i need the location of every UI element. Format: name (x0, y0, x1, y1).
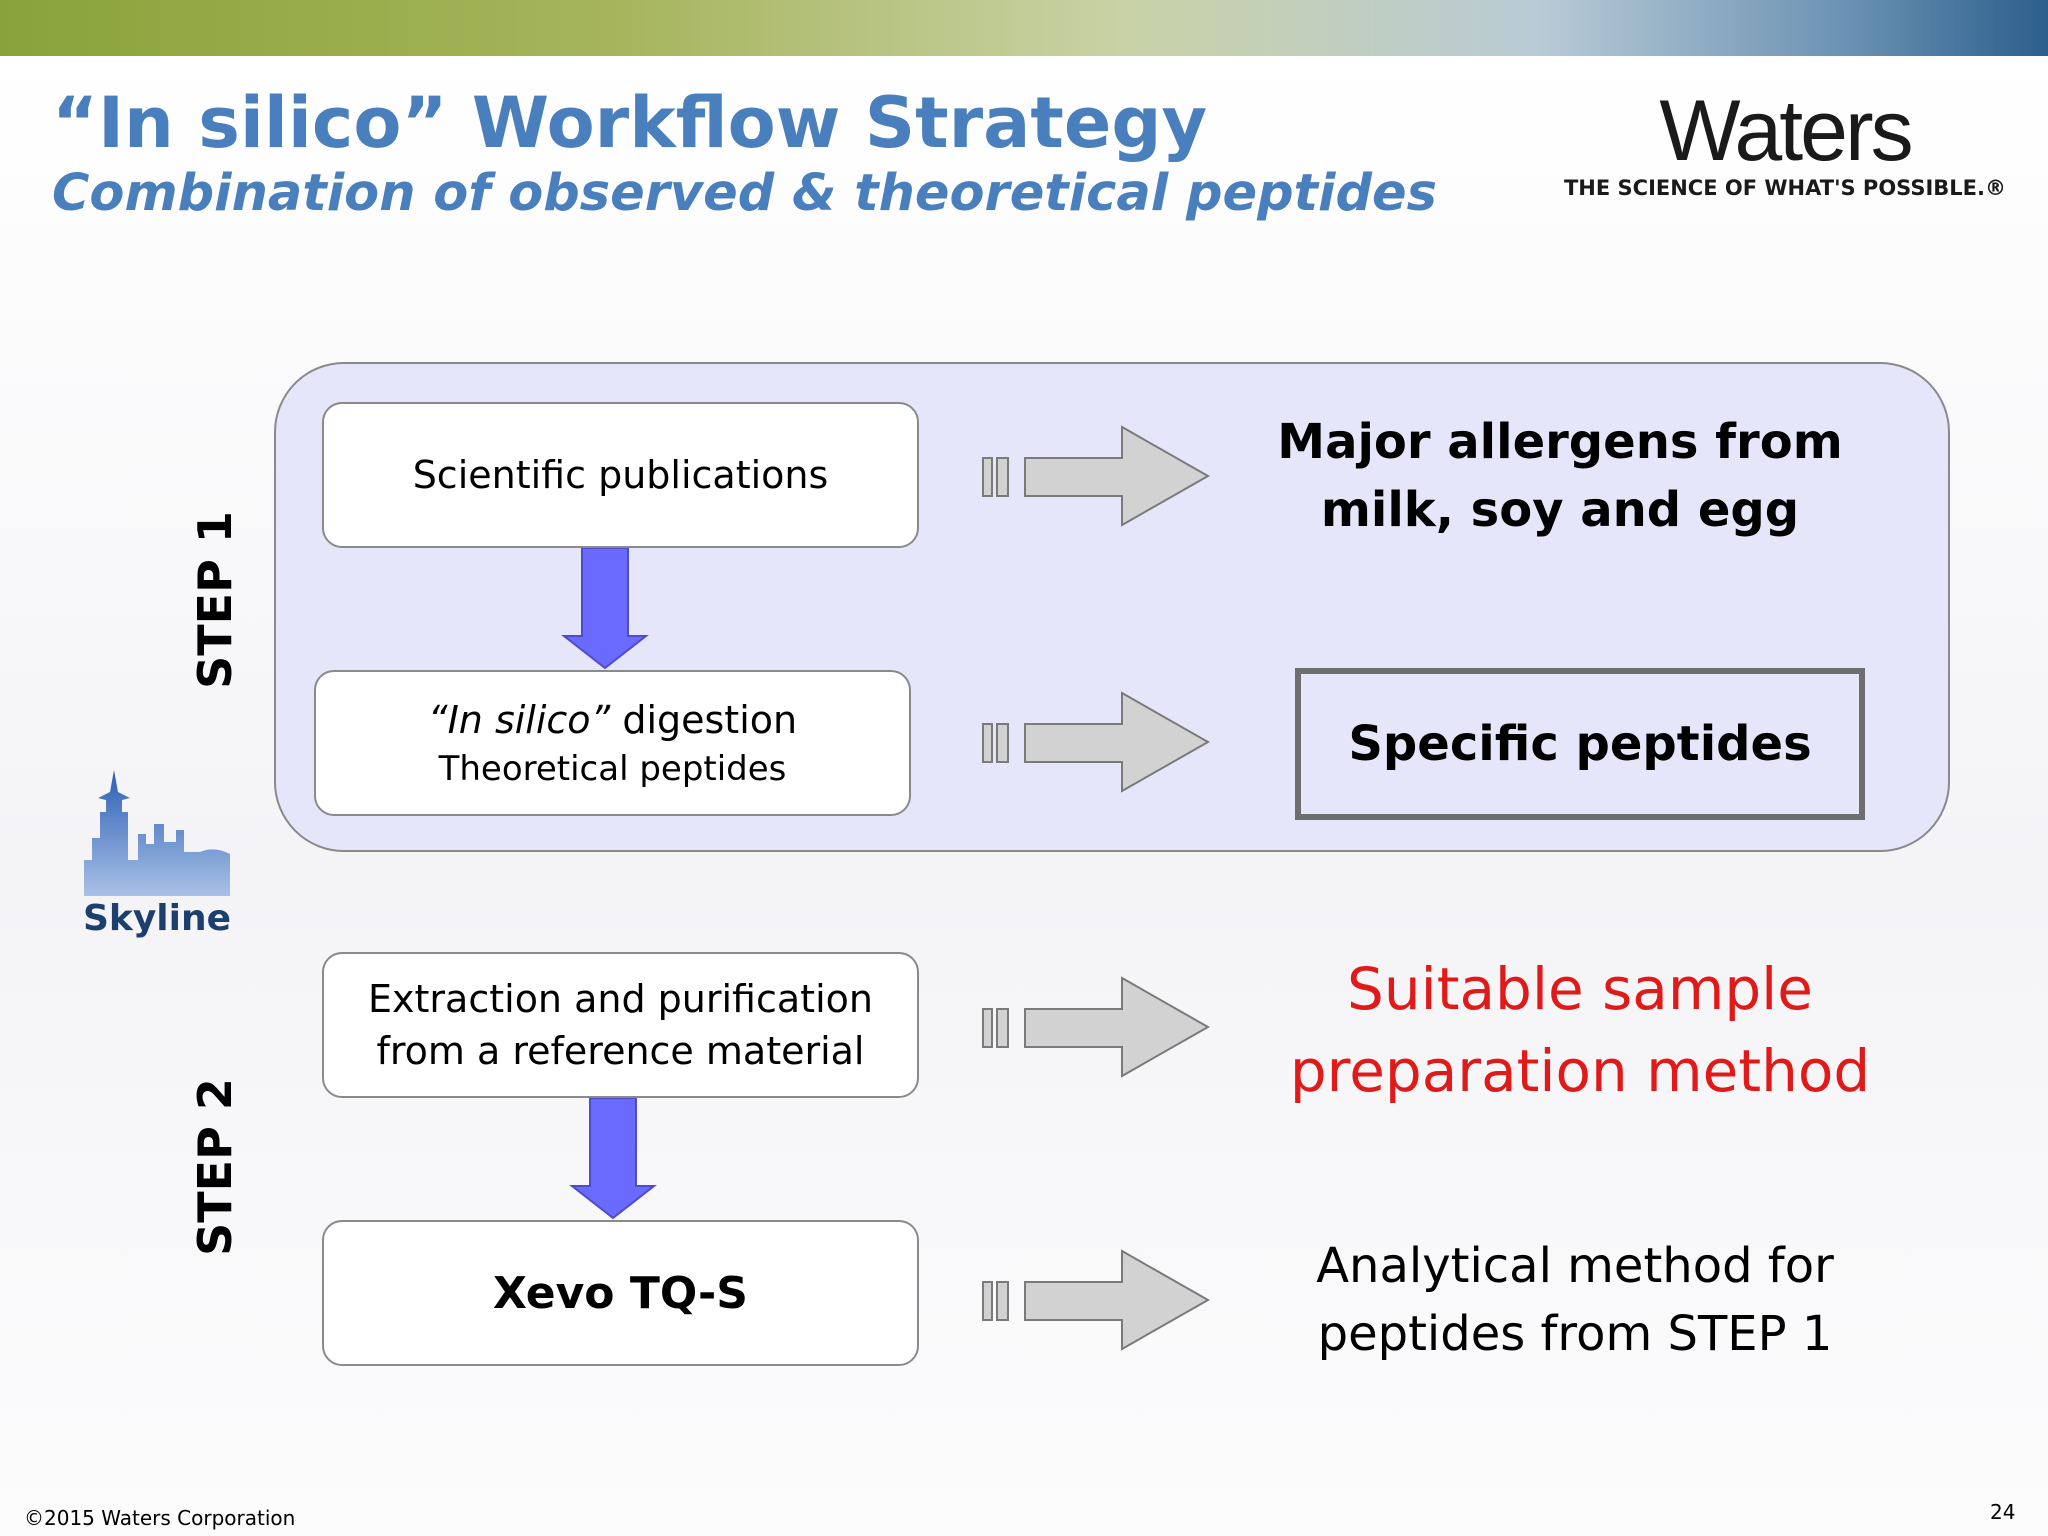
allergens-line2: milk, soy and egg (1320, 482, 1800, 538)
header-banner (0, 0, 2048, 56)
method-line1: Suitable sample (1347, 955, 1813, 1023)
slide-title: “In silico” Workflow Strategy (52, 82, 1208, 164)
analytical-method-result: Analytical method for peptides from STEP… (1270, 1232, 1880, 1368)
xevo-label: Xevo TQ-S (493, 1267, 748, 1319)
extraction-label-line2: from a reference material (376, 1029, 865, 1073)
page-number: 24 (1990, 1500, 2016, 1524)
arrow-down-icon (569, 1098, 657, 1220)
striped-arrow-right-icon (982, 691, 1210, 793)
method-line2: preparation method (1289, 1037, 1871, 1105)
slide-subtitle: Combination of observed & theoretical pe… (52, 164, 1437, 223)
theoretical-label: Theoretical peptides (438, 749, 787, 789)
skyline-city-icon (84, 770, 230, 896)
skyline-label: Skyline (82, 898, 232, 939)
publications-label: Scientific publications (412, 453, 829, 497)
digestion-label: “In silico” digestion (428, 694, 797, 746)
logo-tagline: THE SCIENCE OF WHAT'S POSSIBLE.® (1563, 176, 2007, 200)
striped-arrow-right-icon (982, 976, 1210, 1078)
allergens-line1: Major allergens from (1277, 414, 1843, 470)
analytical-line1: Analytical method for (1316, 1238, 1834, 1294)
sample-method-result: Suitable sample preparation method (1260, 948, 1900, 1112)
striped-arrow-right-icon (982, 1249, 1210, 1351)
skyline-logo: Skyline (80, 768, 234, 946)
step1-label: STEP 1 (188, 511, 242, 689)
allergens-result: Major allergens from milk, soy and egg (1270, 408, 1850, 544)
arrow-down-icon (561, 548, 649, 670)
footer-copyright: ©2015 Waters Corporation (24, 1506, 296, 1530)
digestion-label-italic: “In silico” (427, 698, 611, 742)
digestion-label-rest: digestion (610, 698, 798, 742)
digestion-box: “In silico” digestion Theoretical peptid… (314, 670, 911, 816)
extraction-box: Extraction and purification from a refer… (322, 952, 919, 1098)
striped-arrow-right-icon (982, 425, 1210, 527)
waters-logo: Waters THE SCIENCE OF WHAT'S POSSIBLE.® (1540, 82, 2030, 212)
xevo-box: Xevo TQ-S (322, 1220, 919, 1366)
specific-peptides-box: Specific peptides (1295, 668, 1865, 820)
analytical-line2: peptides from STEP 1 (1317, 1306, 1833, 1362)
extraction-label-line1: Extraction and purification (368, 977, 873, 1021)
logo-wordmark: Waters (1659, 83, 1913, 179)
publications-box: Scientific publications (322, 402, 919, 548)
specific-peptides-label: Specific peptides (1348, 716, 1812, 772)
step2-label: STEP 2 (188, 1078, 242, 1256)
